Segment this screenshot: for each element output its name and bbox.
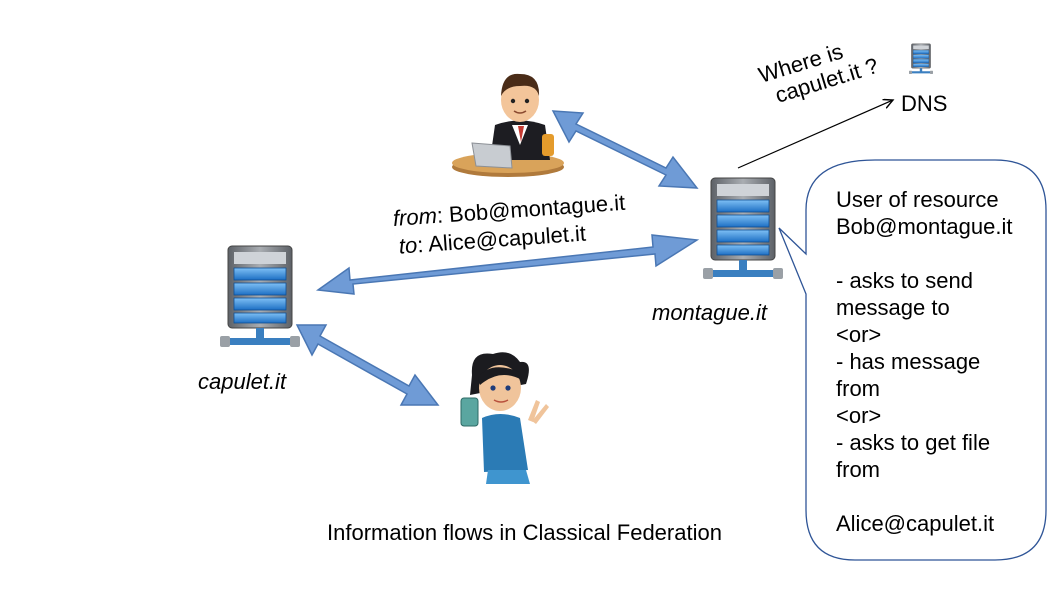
- callout-line: from: [836, 457, 880, 482]
- dns-query-line: [737, 100, 893, 169]
- callout-line: User of resource: [836, 187, 999, 212]
- callout-bubble: [778, 159, 1047, 561]
- callout-line: - asks to send: [836, 268, 973, 293]
- capulet-alice-arrow: [295, 324, 440, 406]
- montague-server-label: montague.it: [652, 300, 767, 325]
- callout-text: User of resource Bob@montague.it - asks …: [836, 186, 1046, 537]
- capulet-server-icon: [220, 245, 300, 348]
- callout-line: - asks to get file: [836, 430, 991, 455]
- capulet-server-label: capulet.it: [198, 369, 287, 394]
- callout-line: - has message: [836, 349, 981, 374]
- bob-user-icon: [452, 73, 564, 177]
- diagram-caption: Information flows in Classical Federatio…: [327, 520, 722, 545]
- dns-server-icon: [909, 43, 933, 75]
- callout-line: from: [836, 376, 880, 401]
- callout-line: [836, 483, 1046, 510]
- bob-montague-arrow: [551, 110, 699, 189]
- dns-label: DNS: [901, 91, 948, 116]
- montague-server-icon: [703, 177, 783, 280]
- message-from-key: from: [392, 202, 438, 231]
- message-arrow: [315, 234, 700, 295]
- callout-line: <or>: [836, 403, 882, 428]
- alice-user-icon: [460, 352, 549, 484]
- callout-line: Bob@montague.it: [836, 214, 1013, 239]
- callout-line: Alice@capulet.it: [836, 511, 995, 536]
- callout-line: [836, 240, 1046, 267]
- callout-line: message to: [836, 295, 950, 320]
- callout-line: <or>: [836, 322, 882, 347]
- message-to-key: to: [398, 232, 419, 259]
